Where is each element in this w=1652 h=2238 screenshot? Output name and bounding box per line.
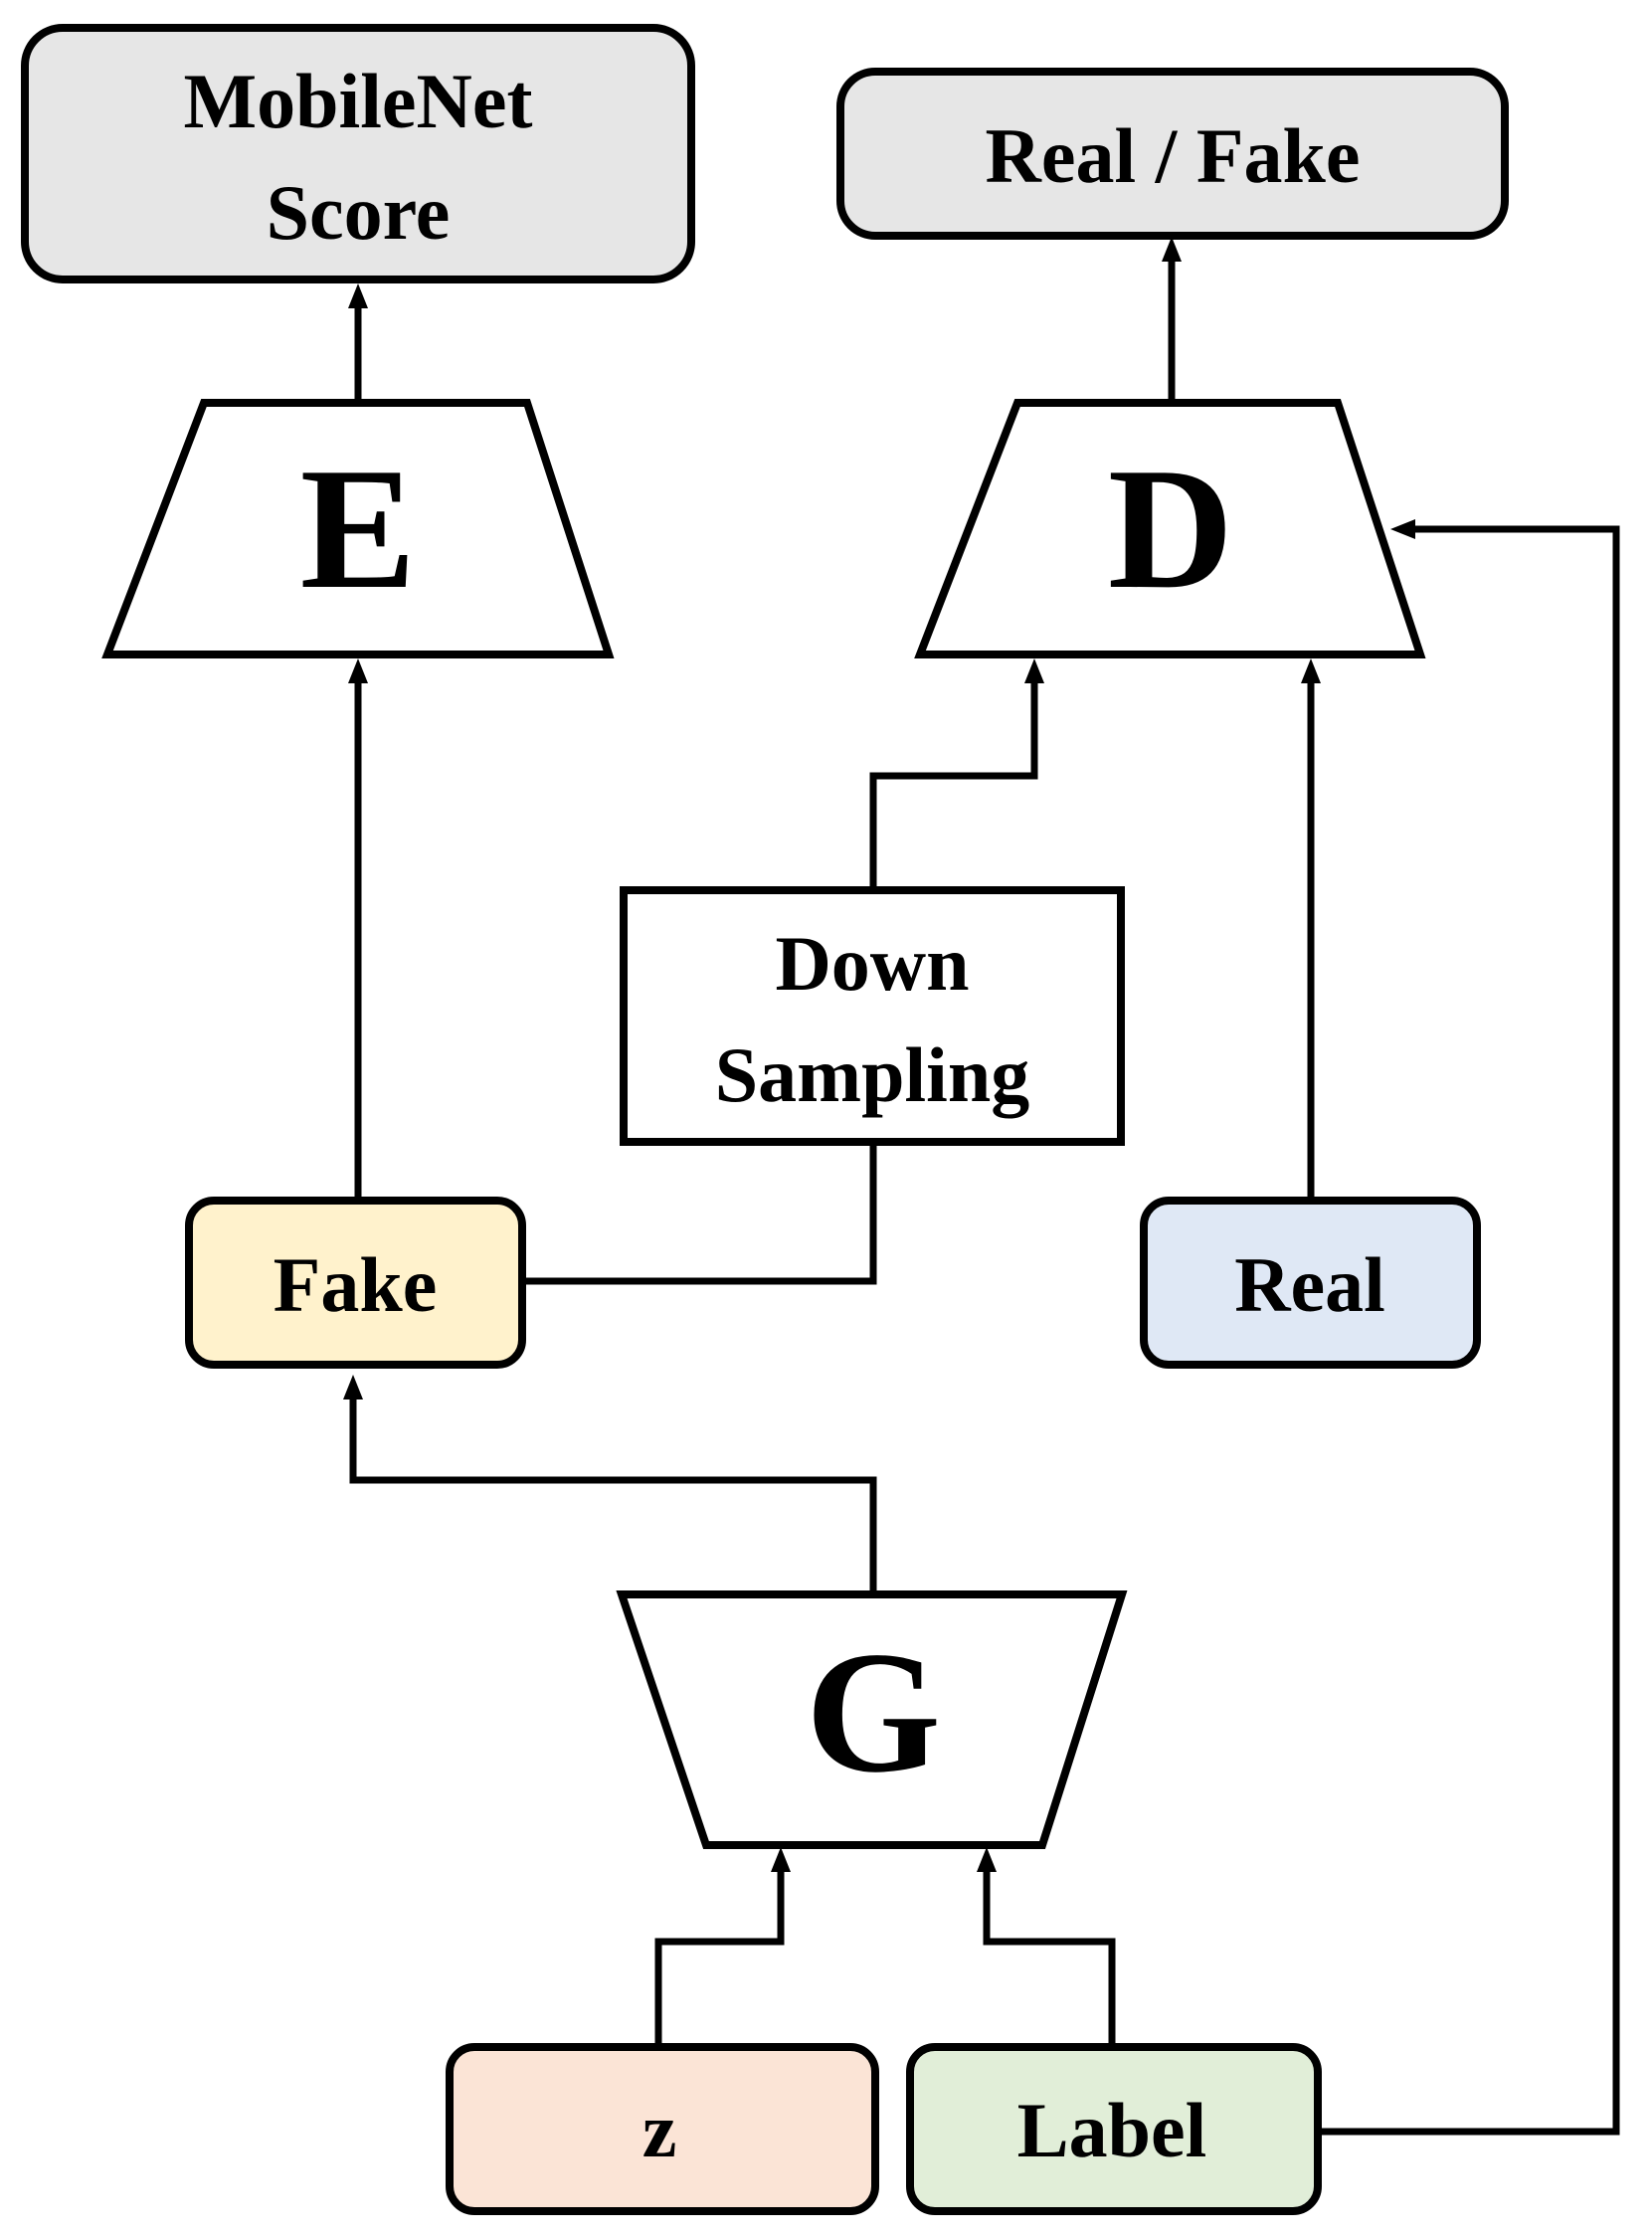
discriminator-trapezoid bbox=[914, 399, 1426, 658]
arrowhead-mobilenet-score bbox=[348, 283, 368, 308]
fake-label: Fake bbox=[274, 1241, 438, 1328]
arrowhead-generator-right bbox=[977, 1847, 997, 1872]
fake-rect bbox=[185, 1197, 526, 1369]
z-box: z bbox=[446, 2043, 879, 2215]
arrowhead-encoder-bottom bbox=[348, 658, 368, 683]
arrowhead-discriminator-left bbox=[1024, 658, 1044, 683]
down-sampling-rect bbox=[620, 886, 1125, 1146]
generator-trapezoid bbox=[616, 1590, 1128, 1849]
real-rect bbox=[1140, 1197, 1481, 1369]
generator-label: G bbox=[806, 1615, 941, 1808]
discriminator-label: D bbox=[1108, 432, 1233, 625]
edge-down-sampling-to-discriminator bbox=[869, 678, 1038, 887]
mobilenet-score-line-2: Score bbox=[267, 169, 451, 256]
arrowhead-generator-left bbox=[771, 1847, 791, 1872]
real-fake-label: Real / Fake bbox=[986, 112, 1361, 199]
down-sampling-line-1: Down bbox=[775, 920, 969, 1007]
z-rect bbox=[446, 2043, 879, 2215]
arrowhead-discriminator-right bbox=[1301, 658, 1321, 683]
real-fake-rect bbox=[836, 68, 1509, 240]
label-rect bbox=[906, 2043, 1322, 2215]
mobilenet-score-line-1: MobileNet bbox=[184, 58, 533, 144]
real-label: Real bbox=[1234, 1241, 1385, 1328]
edge-label-to-discriminator bbox=[1321, 525, 1620, 2136]
edge-z-to-generator bbox=[654, 1867, 785, 2044]
down-sampling-line-2: Sampling bbox=[715, 1031, 1029, 1118]
mobilenet-score-box: MobileNet Score bbox=[21, 24, 695, 283]
encoder-block: E bbox=[101, 399, 615, 658]
arrowhead-discriminator-side bbox=[1390, 519, 1415, 539]
edge-generator-to-fake bbox=[349, 1395, 877, 1591]
z-label: z bbox=[642, 2087, 677, 2173]
fake-box: Fake bbox=[185, 1197, 526, 1369]
edge-fake-to-down-sampling bbox=[525, 1144, 877, 1285]
encoder-trapezoid bbox=[101, 399, 615, 658]
discriminator-block: D bbox=[914, 399, 1426, 658]
edge-label-to-generator bbox=[983, 1867, 1116, 2044]
encoder-label: E bbox=[300, 432, 417, 625]
arrowhead-real-fake bbox=[1162, 237, 1182, 262]
mobilenet-score-rect bbox=[21, 24, 695, 283]
generator-block: G bbox=[616, 1590, 1128, 1849]
label-label: Label bbox=[1017, 2087, 1207, 2173]
edges bbox=[343, 237, 1620, 2136]
arrowhead-fake bbox=[343, 1375, 363, 1399]
real-box: Real bbox=[1140, 1197, 1481, 1369]
real-fake-box: Real / Fake bbox=[836, 68, 1509, 240]
down-sampling-box: Down Sampling bbox=[620, 886, 1125, 1146]
label-box: Label bbox=[906, 2043, 1322, 2215]
